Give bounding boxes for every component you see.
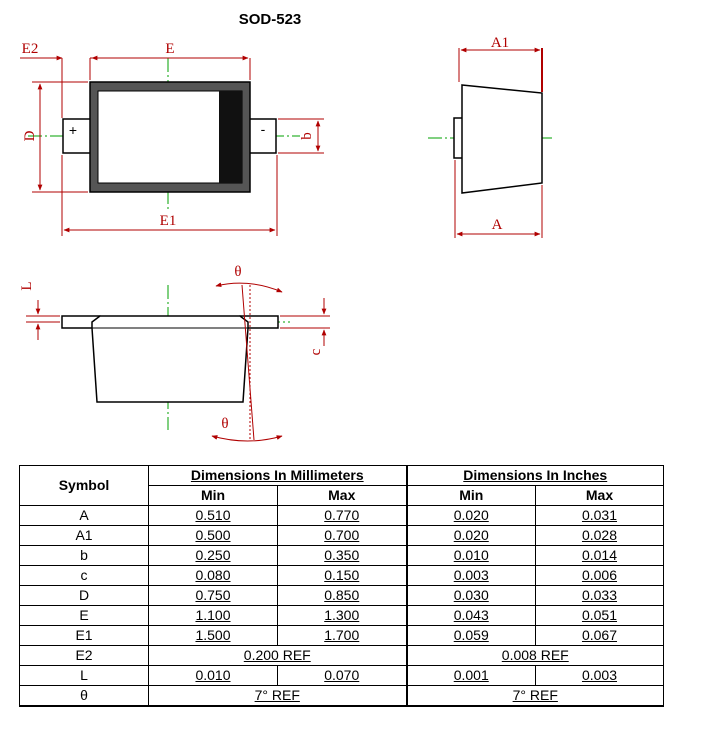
mm-header: Dimensions In Millimeters (148, 465, 408, 486)
in-min-cell: 0.020 (406, 525, 536, 546)
mm-max-cell: 0.700 (277, 525, 408, 546)
in-max-cell: 0.014 (535, 545, 664, 566)
right-lead (247, 118, 277, 154)
label-L: L (19, 281, 35, 290)
front-view: L c θ θ (19, 264, 330, 442)
mm-max-cell: 0.850 (277, 585, 408, 606)
label-A: A (492, 217, 503, 233)
in-max-cell: 0.003 (535, 665, 664, 686)
mm-max-cell: 0.350 (277, 545, 408, 566)
mm-max-cell: 0.770 (277, 505, 408, 526)
label-b: b (299, 132, 315, 140)
mm-max-cell: 1.300 (277, 605, 408, 626)
in-ref-cell: 0.008 REF (406, 645, 664, 666)
symbol-cell: A1 (19, 525, 149, 546)
in-min-cell: 0.010 (406, 545, 536, 566)
minus-mark: - (261, 121, 266, 137)
side-view: A1 A (428, 35, 555, 238)
in-max-cell: 0.067 (535, 625, 664, 646)
in-max-cell: 0.031 (535, 505, 664, 526)
mm-min-cell: 0.510 (148, 505, 278, 526)
label-E: E (165, 41, 174, 57)
mm-max-cell: 1.700 (277, 625, 408, 646)
symbol-cell: E2 (19, 645, 149, 666)
label-c: c (308, 348, 324, 355)
mm-min-cell: 0.010 (148, 665, 278, 686)
mm-min-cell: 1.500 (148, 625, 278, 646)
in-min-cell: 0.030 (406, 585, 536, 606)
mm-min-cell: 0.500 (148, 525, 278, 546)
package-top-face (97, 90, 243, 184)
mm-min-cell: 0.080 (148, 565, 278, 586)
mm-min-cell: 0.750 (148, 585, 278, 606)
in-min-cell: 0.001 (406, 665, 536, 686)
label-D: D (22, 130, 38, 141)
mm-max-cell: 0.070 (277, 665, 408, 686)
mm-max-header: Max (277, 485, 408, 506)
label-E1: E1 (160, 213, 177, 229)
in-max-cell: 0.051 (535, 605, 664, 626)
symbol-cell: θ (19, 685, 149, 707)
symbol-cell: E (19, 605, 149, 626)
inch-header: Dimensions In Inches (406, 465, 664, 486)
package-title: SOD-523 (239, 11, 302, 28)
in-max-cell: 0.028 (535, 525, 664, 546)
symbol-cell: A (19, 505, 149, 526)
symbol-header: Symbol (19, 465, 149, 506)
package-drawing: SOD-523 + - E2 E D b (19, 11, 555, 442)
cathode-band (219, 91, 242, 183)
symbol-cell: E1 (19, 625, 149, 646)
symbol-cell: D (19, 585, 149, 606)
side-body (461, 84, 543, 194)
mm-min-cell: 0.250 (148, 545, 278, 566)
front-body (91, 315, 249, 403)
top-view: + - E2 E D b E1 (20, 41, 324, 236)
in-min-cell: 0.043 (406, 605, 536, 626)
label-theta-top: θ (234, 264, 241, 280)
in-ref-cell: 7° REF (406, 685, 664, 707)
mm-max-cell: 0.150 (277, 565, 408, 586)
label-A1: A1 (491, 35, 509, 51)
plus-mark: + (69, 122, 77, 138)
in-min-cell: 0.020 (406, 505, 536, 526)
mm-min-header: Min (148, 485, 278, 506)
label-E2: E2 (22, 41, 39, 57)
dimensions-table: Symbol Dimensions In Millimeters Dimensi… (19, 465, 664, 707)
mm-ref-cell: 0.200 REF (148, 645, 408, 666)
in-max-header: Max (535, 485, 664, 506)
in-min-cell: 0.059 (406, 625, 536, 646)
mm-min-cell: 1.100 (148, 605, 278, 626)
label-theta-bottom: θ (221, 416, 228, 432)
symbol-cell: L (19, 665, 149, 686)
mm-ref-cell: 7° REF (148, 685, 408, 707)
symbol-cell: c (19, 565, 149, 586)
symbol-cell: b (19, 545, 149, 566)
in-min-cell: 0.003 (406, 565, 536, 586)
in-min-header: Min (406, 485, 536, 506)
in-max-cell: 0.006 (535, 565, 664, 586)
in-max-cell: 0.033 (535, 585, 664, 606)
